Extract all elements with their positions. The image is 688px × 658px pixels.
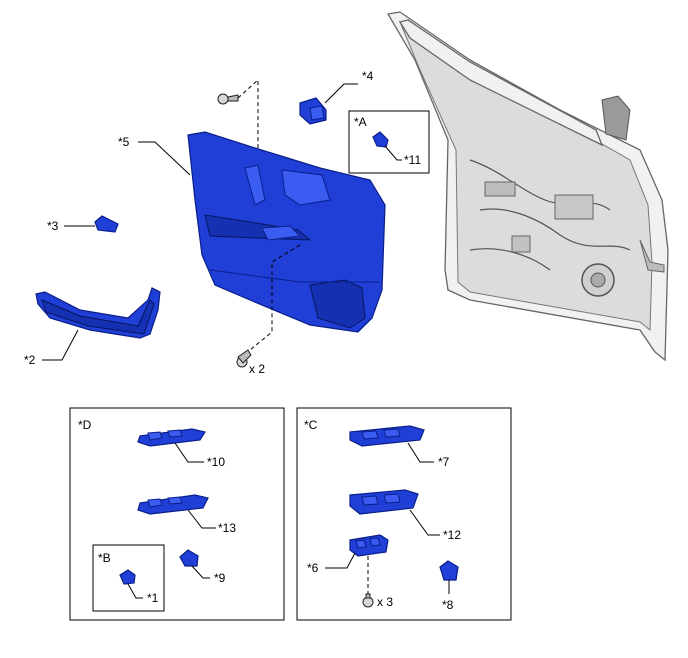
screw-bottom xyxy=(236,349,252,368)
part-7-switch-base xyxy=(349,425,425,447)
leader-1 xyxy=(127,583,143,599)
part-13-switch-base xyxy=(137,494,209,515)
label-8: *8 xyxy=(442,598,454,612)
part-12-switch-base xyxy=(349,489,419,515)
label-11: *11 xyxy=(404,153,421,167)
label-10: *10 xyxy=(207,455,225,469)
part-2-armrest-strip xyxy=(35,287,161,339)
leader-9 xyxy=(191,565,210,579)
leader-10 xyxy=(174,442,204,463)
callout-box-A xyxy=(348,110,430,174)
front-door-frame-illustration xyxy=(386,11,669,362)
part-1-switch xyxy=(119,569,136,585)
quantity-x3: x 3 xyxy=(377,595,393,609)
screw-C xyxy=(362,593,374,608)
part-11-switch xyxy=(372,131,389,148)
leader-13 xyxy=(187,509,216,529)
part-3-clip xyxy=(94,215,119,233)
callout-box-D xyxy=(69,407,285,621)
label-C: *C xyxy=(304,418,318,432)
label-3: *3 xyxy=(47,219,59,233)
leader-12 xyxy=(409,509,440,536)
part-8-switch xyxy=(439,560,459,581)
part-6-switch-bracket xyxy=(349,534,389,557)
leader-5 xyxy=(138,141,191,176)
part-9-switch xyxy=(179,549,199,567)
callout-box-C xyxy=(296,407,512,621)
label-5: *5 xyxy=(118,135,130,149)
label-1: *1 xyxy=(147,591,159,605)
label-B: *B xyxy=(98,551,111,565)
callout-box-B xyxy=(92,544,165,612)
leader-2 xyxy=(42,329,79,361)
label-13: *13 xyxy=(218,521,236,535)
quantity-x2: x 2 xyxy=(249,362,265,376)
label-D: *D xyxy=(78,418,92,432)
leader-11 xyxy=(384,145,402,161)
dashed-line-bottom xyxy=(249,244,301,351)
part-4-clip xyxy=(299,97,327,125)
label-7: *7 xyxy=(438,455,450,469)
label-4: *4 xyxy=(362,69,374,83)
leader-4 xyxy=(324,83,358,104)
part-5-door-trim-panel xyxy=(187,131,386,333)
label-A: *A xyxy=(354,115,367,129)
leader-6 xyxy=(325,552,356,569)
part-10-switch-base xyxy=(137,428,206,447)
screw-top xyxy=(217,93,239,105)
label-9: *9 xyxy=(214,571,226,585)
label-6: *6 xyxy=(307,561,319,575)
label-2: *2 xyxy=(24,353,36,367)
leader-7 xyxy=(407,442,434,463)
label-12: *12 xyxy=(443,528,461,542)
